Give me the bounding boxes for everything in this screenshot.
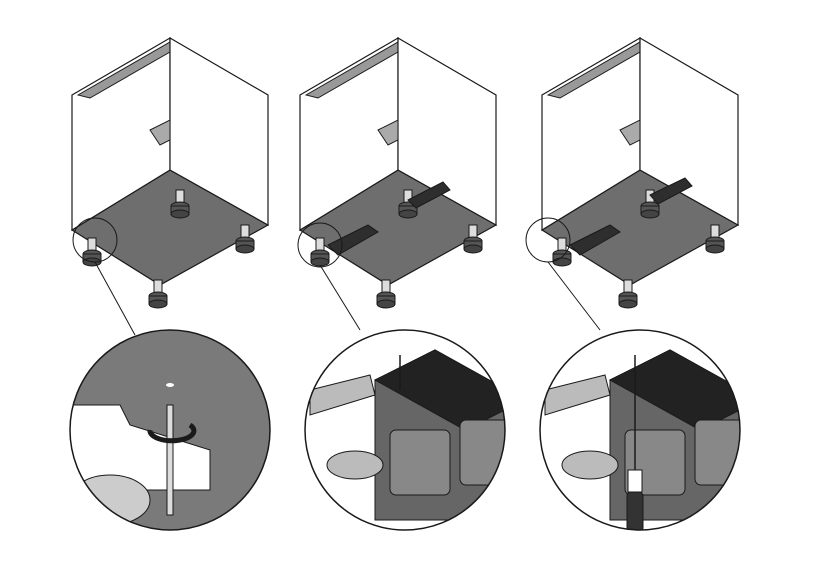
leg-foot-base (310, 257, 330, 267)
cabinet-step-2 (297, 36, 498, 309)
adjustable-leg (463, 224, 483, 254)
leg-foot-base (235, 244, 255, 254)
plinth-clip-top (373, 349, 505, 431)
adjustable-leg (148, 279, 168, 309)
leg-foot-base (376, 299, 396, 309)
leg-foot (326, 450, 384, 480)
adjustable-leg (376, 279, 396, 309)
plinth-clip-back (649, 177, 693, 205)
callout-leader-line (94, 261, 136, 336)
adjustable-leg (705, 224, 725, 254)
detail-content (305, 330, 505, 530)
plinth-clip-front (569, 224, 621, 256)
plinth-clip-back (407, 181, 451, 209)
screwdriver-icon (626, 491, 644, 530)
leg-foot-base (705, 244, 725, 254)
callout-leader-line (319, 264, 361, 331)
plinth-clip-top (608, 349, 740, 431)
callout-leader-line (547, 261, 601, 331)
cabinet-rail-inner (149, 119, 171, 146)
cabinet-step-1 (70, 36, 270, 309)
clip-panel-2 (459, 419, 505, 486)
adjustable-leg (170, 189, 190, 219)
callout-marker (297, 222, 343, 268)
adjust-tool (166, 404, 174, 516)
leg-foot-base (398, 209, 418, 219)
leg-foot-base (618, 299, 638, 309)
detail-content (540, 330, 740, 530)
leg-foot-base (463, 244, 483, 254)
clip-panel-1 (389, 429, 451, 496)
cabinet-step-3 (525, 36, 740, 309)
leg-foot-base (640, 209, 660, 219)
leg-foot-base (148, 299, 168, 309)
detail-circle-outline (69, 329, 271, 531)
leg-bracket (70, 404, 211, 491)
leg-foot-base (170, 209, 190, 219)
adjustable-leg (618, 279, 638, 309)
rotation-arrow-icon (147, 422, 197, 444)
leg-top (70, 474, 151, 526)
cabinet-rail-inner (377, 119, 399, 146)
adjustable-leg (310, 237, 330, 267)
leg-bracket (309, 374, 376, 416)
detail-view-step-3 (539, 329, 741, 531)
leg-foot (561, 450, 619, 480)
detail-circle-outline (539, 329, 741, 531)
clip-panel-2 (694, 419, 740, 486)
detail-content (70, 330, 270, 530)
detail-circle-outline (304, 329, 506, 531)
plinth-clip-front (327, 224, 379, 256)
detail-view-step-2 (304, 329, 506, 531)
leg-bracket (544, 374, 611, 416)
cabinet-rail-inner (619, 119, 641, 146)
screwdriver-tip (627, 469, 643, 493)
leg-foot-base (552, 257, 572, 267)
detail-view-step-1 (69, 329, 271, 531)
hole (166, 383, 174, 387)
adjustable-leg (235, 224, 255, 254)
